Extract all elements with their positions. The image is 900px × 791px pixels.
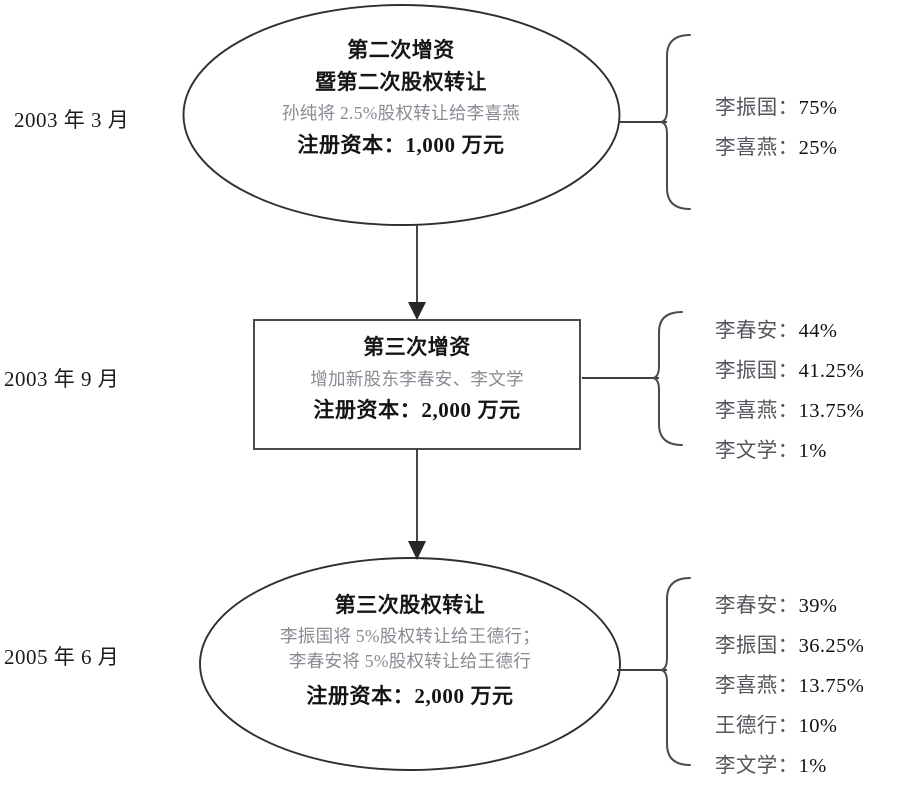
shareholder-row: 李喜燕：13.75% xyxy=(715,668,864,698)
shareholder-percent: 10% xyxy=(798,715,838,737)
date-label-stage-3: 2005 年 6 月 xyxy=(4,645,120,669)
shareholder-row: 李振国：36.25% xyxy=(715,628,864,658)
shareholder-percent: 39% xyxy=(798,595,838,617)
shareholder-percent: 13.75% xyxy=(798,400,865,422)
shareholder-name: 李振国： xyxy=(715,635,799,657)
brace-stage-3 xyxy=(659,577,691,766)
shareholder-name: 李文学： xyxy=(715,440,799,462)
stage-1-title-line2: 暨第二次股权转让 xyxy=(315,70,487,94)
shareholder-name: 李喜燕： xyxy=(715,675,799,697)
shareholder-name: 李振国： xyxy=(715,360,799,382)
stage-2-rectangle xyxy=(253,319,581,450)
shareholder-list-stage-2: 李春安：44% 李振国：41.25% 李喜燕：13.75% 李文学：1% xyxy=(715,313,864,473)
shareholder-row: 王德行：10% xyxy=(715,708,864,738)
shareholder-name: 王德行： xyxy=(715,715,799,737)
shareholder-name: 李喜燕： xyxy=(715,400,799,422)
shareholder-name: 李春安： xyxy=(715,595,799,617)
stage-2-subtitle: 增加新股东李春安、李文学 xyxy=(310,369,524,389)
shareholder-percent: 25% xyxy=(798,137,838,159)
stage-2-title: 第三次增资 xyxy=(363,335,471,359)
shareholder-row: 李文学：1% xyxy=(715,433,864,463)
shareholder-percent: 75% xyxy=(798,97,838,119)
date-label-stage-2: 2003 年 9 月 xyxy=(4,367,120,391)
shareholder-list-stage-1: 李振国：75% 李喜燕：25% xyxy=(715,90,837,170)
stage-2-capital: 注册资本：2,000 万元 xyxy=(313,398,521,422)
brace-stage-2 xyxy=(651,311,683,446)
stage-1-subtitle: 孙纯将 2.5%股权转让给李喜燕 xyxy=(281,103,521,123)
stage-3-subtitle: 李振国将 5%股权转让给王德行； xyxy=(279,626,541,646)
stage-1-ellipse xyxy=(182,4,621,226)
date-label-stage-1: 2003 年 3 月 xyxy=(14,108,130,132)
stage-1-capital: 注册资本：1,000 万元 xyxy=(297,133,505,157)
brace-stage-1 xyxy=(659,34,691,210)
shareholder-row: 李喜燕：13.75% xyxy=(715,393,864,423)
shareholder-name: 李文学： xyxy=(715,755,799,777)
shareholder-name: 李振国： xyxy=(715,97,799,119)
shareholder-row: 李振国：41.25% xyxy=(715,353,864,383)
shareholder-row: 李文学：1% xyxy=(715,748,864,778)
shareholder-name: 李喜燕： xyxy=(715,137,799,159)
stage-1-title: 第二次增资 xyxy=(347,38,455,62)
shareholder-percent: 1% xyxy=(798,440,827,462)
shareholder-row: 李春安：44% xyxy=(715,313,864,343)
shareholder-row: 李春安：39% xyxy=(715,588,864,618)
stage-3-subtitle-line2: 李春安将 5%股权转让给王德行 xyxy=(288,651,532,671)
shareholder-percent: 13.75% xyxy=(798,675,865,697)
shareholder-row: 李振国：75% xyxy=(715,90,837,120)
shareholder-row: 李喜燕：25% xyxy=(715,130,837,160)
stage-3-title: 第三次股权转让 xyxy=(334,593,486,617)
shareholder-percent: 44% xyxy=(798,320,838,342)
arrow-head-stage1-to-stage2 xyxy=(408,302,426,320)
stage-3-ellipse xyxy=(199,557,621,771)
shareholder-percent: 36.25% xyxy=(798,635,865,657)
stage-3-capital: 注册资本：2,000 万元 xyxy=(306,684,514,708)
arrow-head-stage2-to-stage3 xyxy=(408,541,426,560)
shareholder-percent: 1% xyxy=(798,755,827,777)
shareholder-percent: 41.25% xyxy=(798,360,865,382)
shareholder-name: 李春安： xyxy=(715,320,799,342)
shareholder-list-stage-3: 李春安：39% 李振国：36.25% 李喜燕：13.75% 王德行：10% 李文… xyxy=(715,588,864,788)
